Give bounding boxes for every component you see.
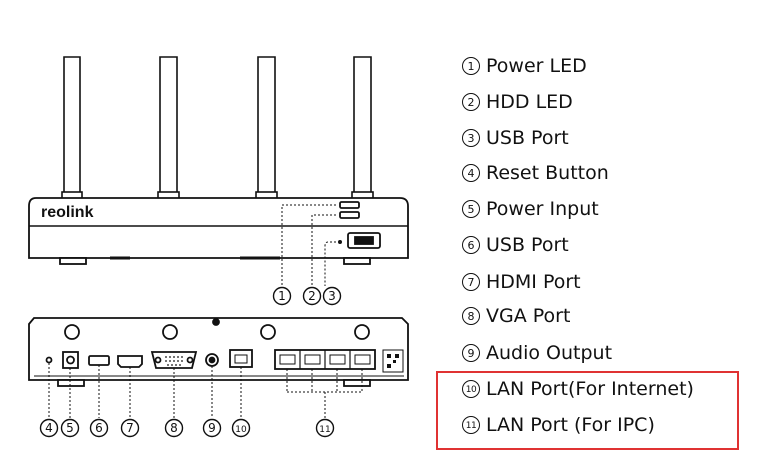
legend-label: Power Input — [486, 198, 599, 220]
rear-foot — [57, 379, 85, 387]
legend-label: USB Port — [486, 127, 569, 149]
legend-number: 2 — [462, 93, 480, 111]
callout-number: 10 — [235, 425, 247, 435]
hdd-led — [339, 211, 360, 219]
legend-item: 9 Audio Output — [462, 339, 612, 367]
antenna — [353, 56, 372, 201]
front-leaders — [281, 204, 336, 286]
reolink-logo: reolink — [41, 204, 94, 221]
antennas — [61, 56, 374, 201]
screw — [260, 324, 276, 340]
rear-foot — [343, 379, 371, 387]
callout-7: 7 — [120, 418, 140, 438]
front-chassis — [28, 197, 409, 259]
legend-number: 10 — [462, 380, 480, 398]
callout-2: 2 — [302, 286, 322, 306]
callout-11: 11 — [315, 418, 335, 438]
callout-1: 1 — [272, 286, 292, 306]
ground-screw — [212, 318, 220, 326]
legend-number: 8 — [462, 307, 480, 325]
lan-port-internet[interactable] — [229, 349, 253, 368]
callout-number: 7 — [126, 421, 134, 435]
legend-item: 10 LAN Port(For Internet) — [462, 375, 694, 403]
callout-number: 5 — [66, 421, 74, 435]
highlight-box — [436, 371, 739, 450]
qr-dots — [387, 354, 399, 368]
antenna — [159, 56, 178, 201]
legend-label: LAN Port (For IPC) — [486, 414, 655, 436]
vga-pins — [165, 356, 183, 366]
screw — [354, 324, 370, 340]
callout-4: 4 — [39, 418, 59, 438]
legend-label: Power LED — [486, 55, 587, 77]
callout-5: 5 — [60, 418, 80, 438]
antenna — [63, 56, 81, 201]
callout-number: 4 — [45, 421, 53, 435]
legend-item: 4 Reset Button — [462, 159, 609, 187]
screw — [162, 324, 178, 340]
legend-label: VGA Port — [486, 305, 571, 327]
vga-port[interactable] — [150, 351, 198, 369]
callout-6: 6 — [89, 418, 109, 438]
power-led — [339, 201, 360, 209]
legend-number: 1 — [462, 57, 480, 75]
callout-10: 10 — [231, 418, 251, 438]
callout-number: 2 — [308, 289, 316, 303]
legend-item: 7 HDMI Port — [462, 268, 581, 296]
legend-number: 6 — [462, 236, 480, 254]
legend-label: Reset Button — [486, 162, 609, 184]
reset-button[interactable] — [45, 356, 53, 364]
rear-leaders — [48, 363, 363, 418]
rear-chassis — [28, 317, 409, 381]
rear-usb-port[interactable] — [88, 355, 110, 366]
front-foot — [343, 257, 371, 265]
rj45-detail — [234, 354, 371, 365]
legend-item: 8 VGA Port — [462, 302, 570, 330]
callout-number: 9 — [208, 421, 216, 435]
callout-number: 1 — [278, 289, 286, 303]
front-view — [28, 197, 409, 265]
front-foot — [59, 257, 87, 265]
legend-number: 7 — [462, 273, 480, 291]
legend-item: 6 USB Port — [462, 231, 569, 259]
legend-item: 2 HDD LED — [462, 88, 573, 116]
legend-number: 9 — [462, 344, 480, 362]
legend-item: 1 Power LED — [462, 52, 587, 80]
callout-number: 6 — [95, 421, 103, 435]
legend-label: HDD LED — [486, 91, 573, 113]
legend-label: HDMI Port — [486, 271, 581, 293]
legend-item: 11 LAN Port (For IPC) — [462, 411, 655, 439]
antenna — [257, 56, 276, 201]
rear-view — [28, 317, 409, 387]
callout-number: 8 — [170, 421, 178, 435]
hdmi-port[interactable] — [117, 355, 143, 368]
legend-label: Audio Output — [486, 342, 613, 364]
legend-number: 3 — [462, 129, 480, 147]
screw — [64, 324, 80, 340]
callout-number: 11 — [319, 425, 330, 435]
legend-item: 5 Power Input — [462, 195, 599, 223]
legend-number: 5 — [462, 200, 480, 218]
callout-3: 3 — [322, 286, 342, 306]
legend-label: USB Port — [486, 234, 569, 256]
callout-9: 9 — [202, 418, 222, 438]
callout-number: 3 — [328, 289, 336, 303]
legend-number: 11 — [462, 416, 480, 434]
legend-label: LAN Port(For Internet) — [486, 378, 694, 400]
legend-item: 3 USB Port — [462, 124, 569, 152]
nvr-diagram: reolink — [28, 56, 409, 438]
legend-number: 4 — [462, 164, 480, 182]
callout-8: 8 — [164, 418, 184, 438]
